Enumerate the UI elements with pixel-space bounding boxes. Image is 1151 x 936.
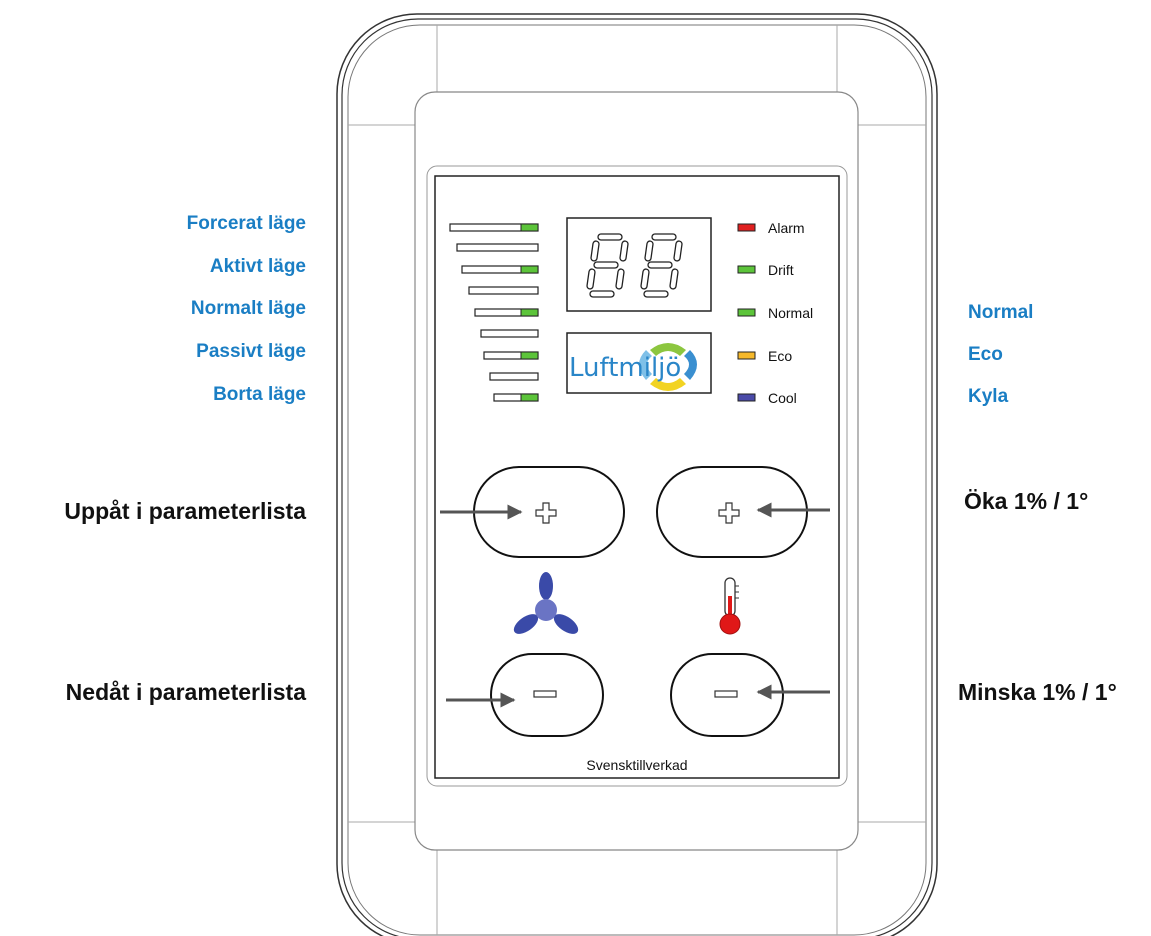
housing-inner-edge — [341, 18, 933, 936]
fan-level-bars — [449, 223, 539, 402]
indicator-label-alarm: Alarm — [768, 220, 805, 236]
label-forced-mode: Forcerat läge — [186, 213, 306, 234]
label-up-parameter-list: Uppåt i parameterlista — [64, 498, 306, 524]
display-digit — [586, 233, 629, 298]
fan-down-button[interactable] — [490, 653, 604, 737]
normal-led — [737, 308, 756, 317]
label-eco: Eco — [968, 344, 1003, 365]
fan-icon — [513, 572, 579, 634]
face-plate-bezel — [426, 165, 848, 787]
indicator-label-drift: Drift — [768, 262, 794, 278]
label-cool: Kyla — [968, 386, 1009, 407]
fan-level-led — [520, 351, 539, 360]
logo-arc-green — [650, 343, 686, 356]
thermometer-icon — [719, 577, 741, 635]
label-decrease: Minska 1% / 1° — [958, 679, 1117, 705]
display-digit — [640, 233, 683, 298]
housing-rim — [347, 24, 927, 936]
eco-led — [737, 351, 756, 360]
label-normal-mode: Normalt läge — [190, 298, 306, 319]
logo-arc-lightblue — [639, 350, 652, 380]
plus-icon — [535, 502, 557, 524]
alarm-led — [737, 223, 756, 232]
fan-level-bar — [480, 329, 539, 338]
indicator-label-eco: Eco — [768, 348, 792, 364]
seven-segment-display — [566, 217, 712, 312]
indicator-label-cool: Cool — [768, 390, 797, 406]
logo-arc-yellow — [650, 378, 686, 391]
cool-led — [737, 393, 756, 402]
indicator-label-normal: Normal — [768, 305, 813, 321]
label-increase: Öka 1% / 1° — [964, 488, 1089, 514]
label-active-mode: Aktivt läge — [209, 256, 306, 277]
footer-text: Svensktillverkad — [586, 757, 687, 773]
fan-level-led — [520, 223, 539, 232]
minus-icon — [533, 690, 557, 698]
temp-down-button[interactable] — [670, 653, 784, 737]
status-indicators: Alarm Drift Normal Eco Cool — [737, 220, 813, 406]
fan-level-bar — [456, 243, 539, 252]
label-normal: Normal — [968, 302, 1034, 323]
label-passive-mode: Passivt läge — [196, 341, 306, 362]
label-away-mode: Borta läge — [213, 384, 306, 405]
fan-level-bar — [468, 286, 539, 295]
logo-frame — [566, 332, 712, 394]
fan-level-led — [520, 393, 539, 402]
fan-level-led — [520, 308, 539, 317]
drift-led — [737, 265, 756, 274]
fan-level-led — [520, 265, 539, 274]
luftmiljo-logo: Luftmiljö — [566, 332, 712, 394]
logo-text: Luftmiljö — [569, 353, 681, 383]
plus-icon — [718, 502, 740, 524]
label-down-parameter-list: Nedåt i parameterlista — [65, 679, 306, 705]
logo-arc-blue — [684, 350, 697, 380]
temp-up-button[interactable] — [656, 466, 808, 558]
fan-level-bar — [489, 372, 539, 381]
display-frame — [566, 217, 712, 312]
minus-icon — [714, 690, 738, 698]
